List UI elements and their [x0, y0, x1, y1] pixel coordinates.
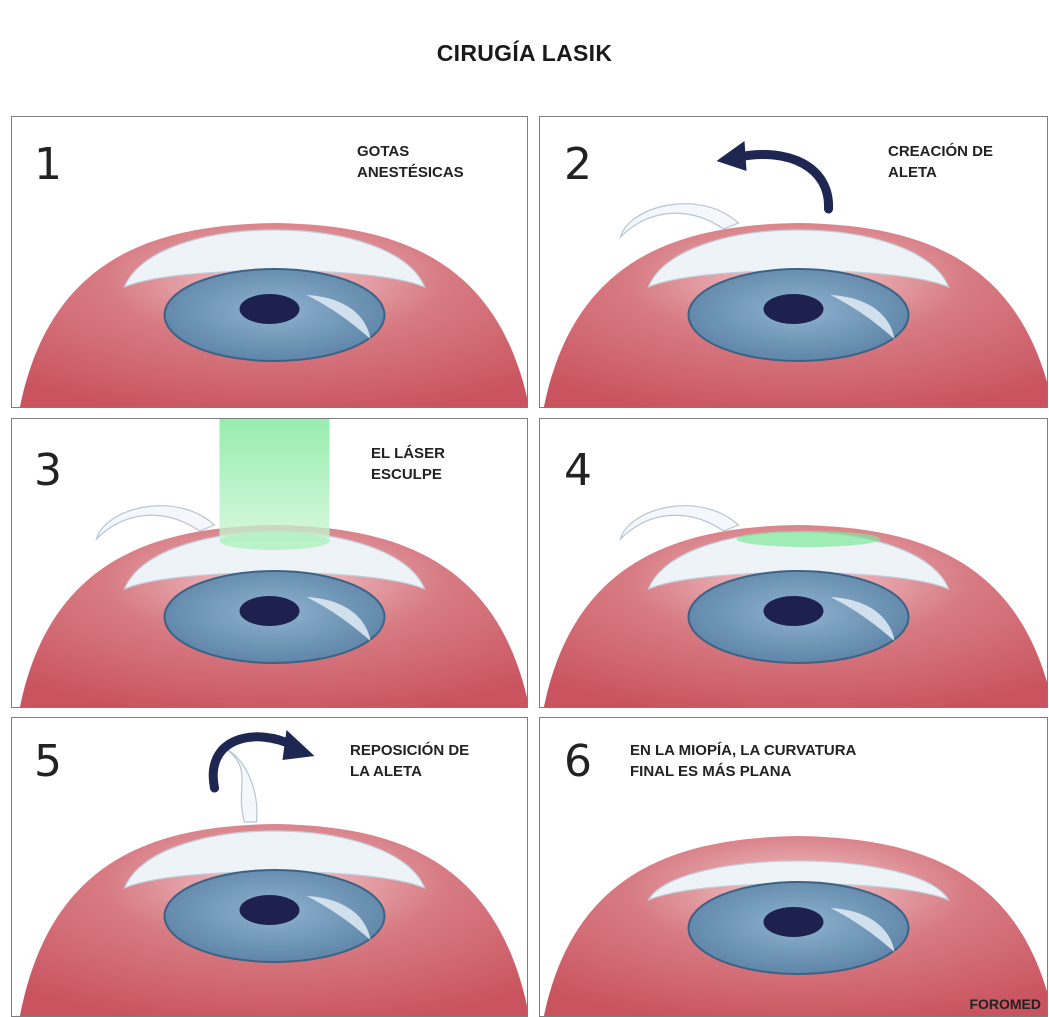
- step-number: 6: [564, 740, 592, 784]
- step-number: 2: [564, 143, 592, 187]
- caption-line: GOTAS: [357, 141, 464, 162]
- step-caption: REPOSICIÓN DE LA ALETA: [350, 740, 469, 782]
- pupil: [240, 596, 300, 626]
- eye-illustration: [12, 419, 528, 708]
- step-caption: CREACIÓN DE ALETA: [888, 141, 993, 183]
- step-number: 3: [34, 449, 62, 493]
- caption-line: ANESTÉSICAS: [357, 162, 464, 183]
- arrow-head: [717, 141, 747, 171]
- pupil: [764, 907, 824, 937]
- pupil: [764, 294, 824, 324]
- laser-spot: [220, 532, 330, 550]
- step-panel-6: 6 EN LA MIOPÍA, LA CURVATURA FINAL ES MÁ…: [539, 717, 1048, 1017]
- caption-line: EL LÁSER: [371, 443, 445, 464]
- step-panel-5: 5 REPOSICIÓN DE LA ALETA: [11, 717, 528, 1017]
- corneal-flap: [225, 748, 257, 822]
- pupil: [764, 596, 824, 626]
- step-panel-3: 3 EL LÁSER ESCULPE: [11, 418, 528, 708]
- arrow-lift-flap: [739, 154, 829, 209]
- arrow-head: [283, 730, 315, 760]
- caption-line: ESCULPE: [371, 464, 445, 485]
- caption-line: REPOSICIÓN DE: [350, 740, 469, 761]
- arrow-return-flap: [213, 737, 294, 788]
- step-caption: EL LÁSER ESCULPE: [371, 443, 445, 485]
- step-panel-1: 1 GOTAS ANESTÉSICAS: [11, 116, 528, 408]
- step-panel-2: 2 CREACIÓN DE ALETA: [539, 116, 1048, 408]
- step-number: 4: [564, 449, 592, 493]
- credit-label: FOROMED: [969, 996, 1041, 1012]
- step-caption: GOTAS ANESTÉSICAS: [357, 141, 464, 183]
- caption-line: CREACIÓN DE: [888, 141, 993, 162]
- step-caption: EN LA MIOPÍA, LA CURVATURA FINAL ES MÁS …: [630, 740, 856, 782]
- pupil: [240, 294, 300, 324]
- eye-illustration: [540, 419, 1048, 708]
- pupil: [240, 895, 300, 925]
- step-number: 1: [34, 143, 62, 187]
- caption-line: LA ALETA: [350, 761, 469, 782]
- laser-beam: [220, 419, 330, 541]
- step-panel-4: 4: [539, 418, 1048, 708]
- caption-line: EN LA MIOPÍA, LA CURVATURA: [630, 740, 856, 761]
- sculpted-area: [737, 531, 881, 547]
- diagram-title: CIRUGÍA LASIK: [0, 40, 1049, 67]
- step-number: 5: [34, 740, 62, 784]
- caption-line: FINAL ES MÁS PLANA: [630, 761, 856, 782]
- caption-line: ALETA: [888, 162, 993, 183]
